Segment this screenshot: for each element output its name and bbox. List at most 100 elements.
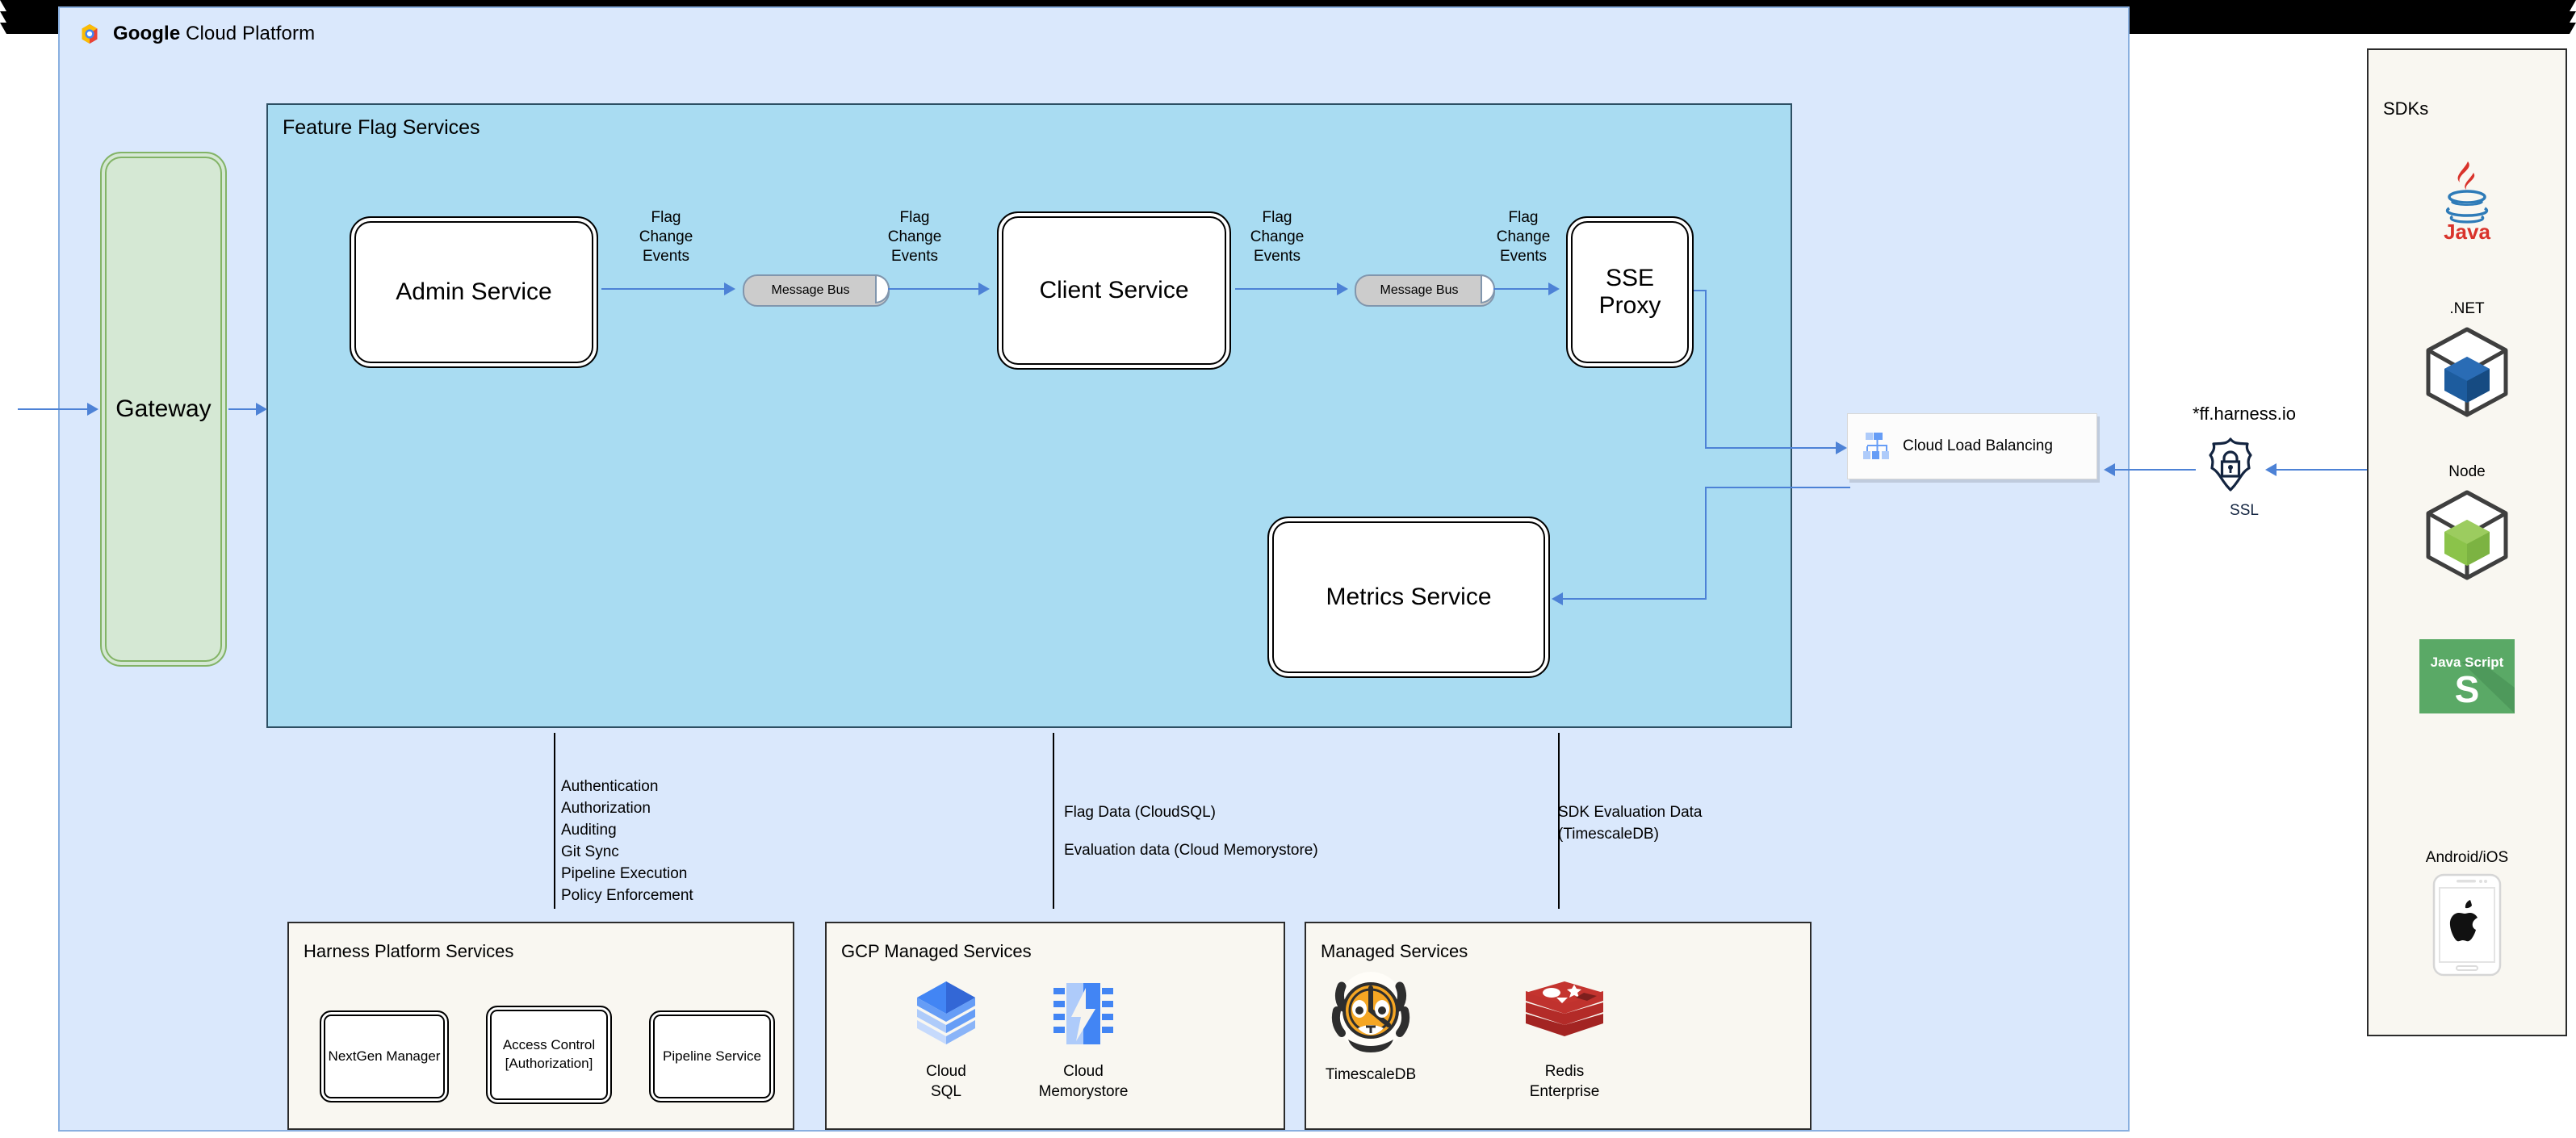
mobile-phone-apple-icon — [2367, 873, 2567, 977]
redis-enterprise-label: Redis Enterprise — [1492, 1062, 1637, 1102]
cloud-load-balancing-icon — [1863, 433, 1889, 459]
ffs-to-gcp-managed-line — [1053, 733, 1054, 909]
sdk-to-ssl-arrowhead — [2265, 463, 2277, 476]
annotation-evaluation-data: Evaluation data (Cloud Memorystore) — [1064, 841, 1318, 859]
edge-label-1-line3: Events — [642, 247, 690, 265]
cloud-sql-label-line2: SQL — [930, 1082, 962, 1100]
cloud-sql-icon — [873, 978, 1019, 1056]
access-control-node[interactable]: Access Control [Authorization] — [486, 1006, 612, 1104]
gateway-to-ffs-line — [228, 408, 259, 410]
gateway-node[interactable]: Gateway — [100, 152, 227, 667]
edge-label-2-line1: Flag — [899, 209, 930, 226]
edge-label-3-line2: Change — [1250, 228, 1305, 245]
edge-label-3-line1: Flag — [1262, 209, 1292, 226]
svg-text:Java Script: Java Script — [2431, 655, 2504, 670]
lb-to-metrics-arrowhead — [1552, 592, 1563, 605]
java-logo-icon: Java — [2367, 158, 2567, 242]
message-bus-1[interactable]: Message Bus — [743, 274, 890, 307]
gcp-data-annotation: Flag Data (CloudSQL) Evaluation data (Cl… — [1064, 802, 1387, 862]
gcp-title-bold: Google — [113, 23, 181, 44]
ssl-to-lb-arrowhead — [2104, 463, 2115, 476]
bus2-to-sse-line — [1493, 288, 1548, 290]
external-inbound-line — [18, 408, 87, 410]
bus2-to-sse-arrowhead — [1548, 282, 1560, 295]
annotation-sdk-evaluation-data: SDK Evaluation Data — [1558, 804, 1703, 821]
bus1-to-client-arrowhead — [978, 282, 990, 295]
google-cloud-logo-icon — [82, 24, 98, 44]
cloud-sql-label-line1: Cloud — [926, 1063, 966, 1080]
timescaledb-tiger-icon — [1298, 969, 1443, 1059]
annotation-line-auditing: Auditing — [561, 821, 617, 839]
redis-logo-icon — [1492, 978, 1637, 1056]
feature-flag-services-title: Feature Flag Services — [283, 116, 480, 139]
admin-to-bus1-arrowhead — [724, 282, 735, 295]
edge-label-4-line3: Events — [1499, 247, 1548, 265]
cloud-memorystore-label-line1: Cloud — [1063, 1063, 1104, 1080]
pipeline-service-label: Pipeline Service — [663, 1048, 761, 1064]
pipeline-service-node[interactable]: Pipeline Service — [649, 1010, 775, 1102]
client-to-bus2-line — [1235, 288, 1337, 290]
gcp-managed-services-panel — [825, 922, 1285, 1130]
admin-to-bus1-line — [601, 288, 724, 290]
access-control-label-line1: Access Control — [502, 1037, 596, 1053]
external-inbound-arrowhead — [87, 403, 98, 416]
redis-enterprise-tile[interactable]: Redis Enterprise — [1492, 978, 1637, 1102]
admin-service-label: Admin Service — [396, 278, 552, 305]
timescaledb-tile[interactable]: TimescaleDB — [1298, 969, 1443, 1086]
message-bus-2-label: Message Bus — [1380, 283, 1459, 297]
gcp-title-rest: Cloud Platform — [180, 23, 316, 44]
sdk-label-node: Node — [2448, 463, 2486, 480]
client-to-bus2-arrowhead — [1337, 282, 1348, 295]
annotation-line-policy-enforcement: Policy Enforcement — [561, 886, 693, 904]
edge-label-2-line2: Change — [887, 228, 942, 245]
bus1-to-client-line — [888, 288, 978, 290]
edge-label-bus1-to-client: Flag Change Events — [862, 208, 967, 266]
sdk-item-javascript[interactable]: Java Script S — [2367, 639, 2567, 720]
edge-label-4-line1: Flag — [1508, 209, 1539, 226]
sdk-item-java[interactable]: Java — [2367, 158, 2567, 249]
annotation-line-git-sync: Git Sync — [561, 843, 619, 860]
metrics-service-node[interactable]: Metrics Service — [1267, 517, 1550, 678]
edge-label-1-line1: Flag — [651, 209, 681, 226]
sse-proxy-node[interactable]: SSE Proxy — [1566, 216, 1694, 368]
sse-proxy-label-line1: SSE — [1605, 264, 1655, 291]
metrics-service-label: Metrics Service — [1326, 584, 1492, 610]
cloud-sql-tile[interactable]: Cloud SQL — [873, 978, 1019, 1102]
nextgen-manager-node[interactable]: NextGen Manager — [320, 1010, 449, 1102]
feature-flag-services-container — [266, 103, 1792, 728]
managed-services-title: Managed Services — [1321, 941, 1468, 961]
sdk-item-node[interactable]: Node — [2367, 463, 2567, 583]
sse-to-lb-segment-c — [1705, 447, 1836, 449]
edge-label-4-line2: Change — [1496, 228, 1551, 245]
annotation-line-authentication: Authentication — [561, 778, 659, 795]
lb-to-metrics-segment-c — [1563, 598, 1707, 600]
message-bus-2[interactable]: Message Bus — [1355, 274, 1495, 307]
sdk-label-dotnet: .NET — [2449, 300, 2485, 317]
ffs-to-harness-line — [554, 733, 555, 909]
node-cube-icon — [2367, 487, 2567, 583]
sdk-item-android-ios[interactable]: Android/iOS — [2367, 849, 2567, 977]
gcp-managed-services-title: GCP Managed Services — [841, 941, 1032, 961]
edge-label-1-line2: Change — [639, 228, 693, 245]
lb-to-metrics-segment-a — [1705, 487, 1850, 488]
annotation-timescaledb: (TimescaleDB) — [1558, 825, 1659, 843]
client-service-node[interactable]: Client Service — [997, 211, 1231, 370]
cloud-memorystore-icon — [1011, 978, 1156, 1056]
javascript-logo-icon: Java Script S — [2367, 639, 2567, 713]
ssl-label: SSL — [2230, 502, 2259, 519]
lb-to-metrics-segment-b — [1705, 487, 1707, 600]
timescaledb-label: TimescaleDB — [1325, 1066, 1417, 1083]
annotation-spacer — [1064, 824, 1387, 840]
cloud-memorystore-tile[interactable]: Cloud Memorystore — [1011, 978, 1156, 1102]
redis-enterprise-label-line1: Redis — [1544, 1063, 1585, 1080]
ssl-to-lb-line — [2115, 469, 2196, 471]
cloud-load-balancing-label: Cloud Load Balancing — [1903, 437, 2053, 454]
admin-service-node[interactable]: Admin Service — [350, 216, 598, 368]
client-service-label: Client Service — [1039, 277, 1189, 303]
sdk-item-dotnet[interactable]: .NET — [2367, 300, 2567, 420]
sse-proxy-label-line2: Proxy — [1598, 292, 1661, 319]
edge-label-admin-to-bus1: Flag Change Events — [614, 208, 718, 266]
sdk-to-ssl-line — [2277, 469, 2367, 471]
message-bus-1-label: Message Bus — [771, 283, 850, 297]
cloud-load-balancing-node[interactable]: Cloud Load Balancing — [1847, 413, 2097, 479]
